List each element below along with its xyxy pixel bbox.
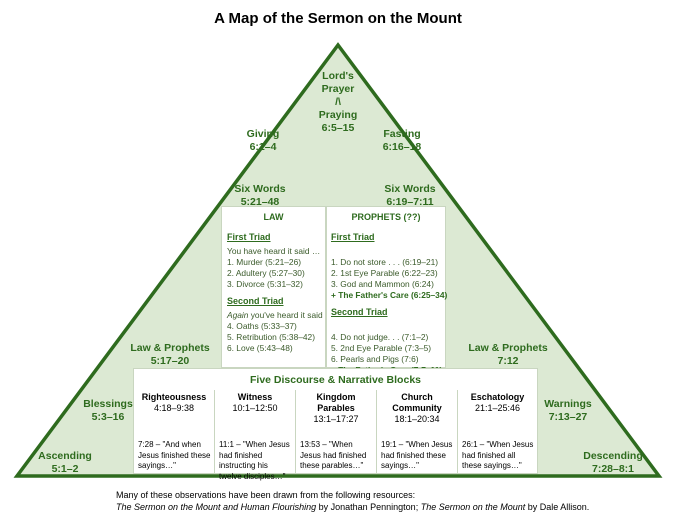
law-prophets-left-title: Law & Prophets [130, 342, 210, 354]
apex-line4: Praying [318, 109, 358, 121]
prophets-item-3: 3. God and Mammon (6:24) [331, 279, 434, 289]
footer-book2: The Sermon on the Mount [420, 502, 526, 512]
prophets-box: PROPHETS (??) First Triad 1. Do not stor… [326, 206, 448, 375]
apex-lords-prayer: Lord's Prayer /\ Praying 6:5–15 [288, 70, 388, 135]
descending-label: Descending 7:28–8:1 [576, 450, 650, 476]
footer-credits: Many of these observations have been dra… [116, 489, 589, 513]
page-title: A Map of the Sermon on the Mount [214, 10, 462, 27]
column-divider [376, 390, 377, 473]
law-second-triad-intro: Again you've heard it said … [227, 310, 333, 321]
blessings-title: Blessings [83, 398, 133, 410]
block-name: Righteousness [141, 392, 207, 402]
descending-title: Descending [583, 450, 643, 462]
footer-line1: Many of these observations have been dra… [116, 490, 416, 500]
block-name: Eschatology [470, 392, 525, 402]
law-item-6: 6. Love (5:43–48) [227, 343, 293, 353]
fasting-title: Fasting [383, 128, 421, 140]
block-quote: 11:1 – "When Jesus had finished instruct… [219, 440, 290, 481]
prophets-first-triad-title: First Triad [331, 232, 375, 242]
law-second-intro-rest: you've heard it said … [248, 310, 334, 320]
law-prophets-right: Law & Prophets 7:12 [458, 342, 558, 368]
law-prophets-right-ref: 7:12 [497, 355, 519, 367]
block-name: Witness [237, 392, 273, 402]
law-item-4: 4. Oaths (5:33–37) [227, 321, 297, 331]
column-divider [457, 390, 458, 473]
six-words-left: Six Words 5:21–48 [218, 183, 302, 209]
block-name: Church Community [392, 392, 442, 413]
footer-book1: The Sermon on the Mount and Human Flouri… [116, 502, 317, 512]
block-ref: 10:1–12:50 [232, 403, 278, 413]
five-blocks-panel: Five Discourse & Narrative Blocks Righte… [133, 368, 538, 481]
fasting-ref: 6:16–18 [382, 141, 422, 153]
ascending-ref: 5:1–2 [51, 463, 79, 475]
prophets-item-2: 2. 1st Eye Parable (6:22–23) [331, 268, 438, 278]
footer-by2: by Dale Allison. [525, 502, 590, 512]
six-words-left-title: Six Words [234, 183, 286, 195]
law-prophets-right-title: Law & Prophets [468, 342, 548, 354]
block-quote: 26:1 – "When Jesus had finished all thes… [462, 440, 534, 470]
warnings-ref: 7:13–27 [548, 411, 588, 423]
apex-line1: Lord's [322, 70, 354, 82]
apex-ref: 6:5–15 [321, 122, 355, 134]
block-name: Kingdom Parables [316, 392, 356, 413]
law-first-triad-title: First Triad [227, 232, 271, 242]
giving-title: Giving [246, 128, 280, 140]
block-ref: 18:1–20:34 [394, 414, 440, 424]
descending-ref: 7:28–8:1 [591, 463, 635, 475]
law-second-intro-em: Again [227, 310, 249, 320]
six-words-left-ref: 5:21–48 [240, 196, 280, 208]
block-quote: 19:1 – "When Jesus had finished these sa… [381, 440, 453, 470]
prophets-item-1: 1. Do not store . . . (6:19–21) [331, 257, 439, 267]
law-item-2: 2. Adultery (5:27–30) [227, 268, 305, 278]
block-ref: 13:1–17:27 [313, 414, 359, 424]
six-words-right: Six Words 6:19–7:11 [368, 183, 452, 209]
law-prophets-left: Law & Prophets 5:17–20 [120, 342, 220, 368]
prophets-care-1: + The Father's Care (6:25–34) [331, 290, 448, 300]
apex-line2: Prayer [321, 83, 355, 95]
law-box: LAW First Triad You have heard it said …… [221, 206, 333, 368]
prophets-item-6: 6. Pearls and Pigs (7:6) [331, 354, 419, 364]
prophets-header: PROPHETS (??) [351, 212, 421, 222]
law-item-1: 1. Murder (5:21–26) [227, 257, 302, 267]
blessings-ref: 5:3–16 [91, 411, 125, 423]
ascending-title: Ascending [38, 450, 92, 462]
apex-line3: /\ [335, 96, 341, 108]
warnings-title: Warnings [544, 398, 592, 410]
block-quote: 7:28 – "And when Jesus finished these sa… [138, 440, 211, 470]
footer-by1: by Jonathan Pennington; [316, 502, 421, 512]
law-prophets-left-ref: 5:17–20 [150, 355, 190, 367]
warnings-label: Warnings 7:13–27 [536, 398, 600, 424]
blessings-label: Blessings 5:3–16 [78, 398, 138, 424]
five-blocks-title: Five Discourse & Narrative Blocks [250, 374, 421, 386]
ascending-label: Ascending 5:1–2 [30, 450, 100, 476]
law-item-5: 5. Retribution (5:38–42) [227, 332, 315, 342]
prophets-second-triad-title: Second Triad [331, 307, 388, 317]
law-first-triad-intro: You have heard it said … [227, 246, 321, 256]
fasting-label: Fasting 6:16–18 [362, 128, 442, 154]
footer-line2: The Sermon on the Mount and Human Flouri… [116, 501, 589, 513]
column-divider [214, 390, 215, 473]
block-ref: 4:18–9:38 [153, 403, 195, 413]
giving-label: Giving 6:1–4 [228, 128, 298, 154]
giving-ref: 6:1–4 [249, 141, 277, 153]
six-words-right-title: Six Words [384, 183, 436, 195]
prophets-item-4: 4. Do not judge. . . (7:1–2) [331, 332, 429, 342]
law-item-3: 3. Divorce (5:31–32) [227, 279, 303, 289]
law-header: LAW [263, 212, 284, 222]
column-divider [295, 390, 296, 473]
prophets-item-5: 5. 2nd Eye Parable (7:3–5) [331, 343, 432, 353]
block-quote: 13:53 – "When Jesus had finished these p… [300, 440, 367, 470]
six-words-right-ref: 6:19–7:11 [386, 196, 434, 208]
block-ref: 21:1–25:46 [474, 403, 521, 413]
law-second-triad-title: Second Triad [227, 296, 284, 306]
